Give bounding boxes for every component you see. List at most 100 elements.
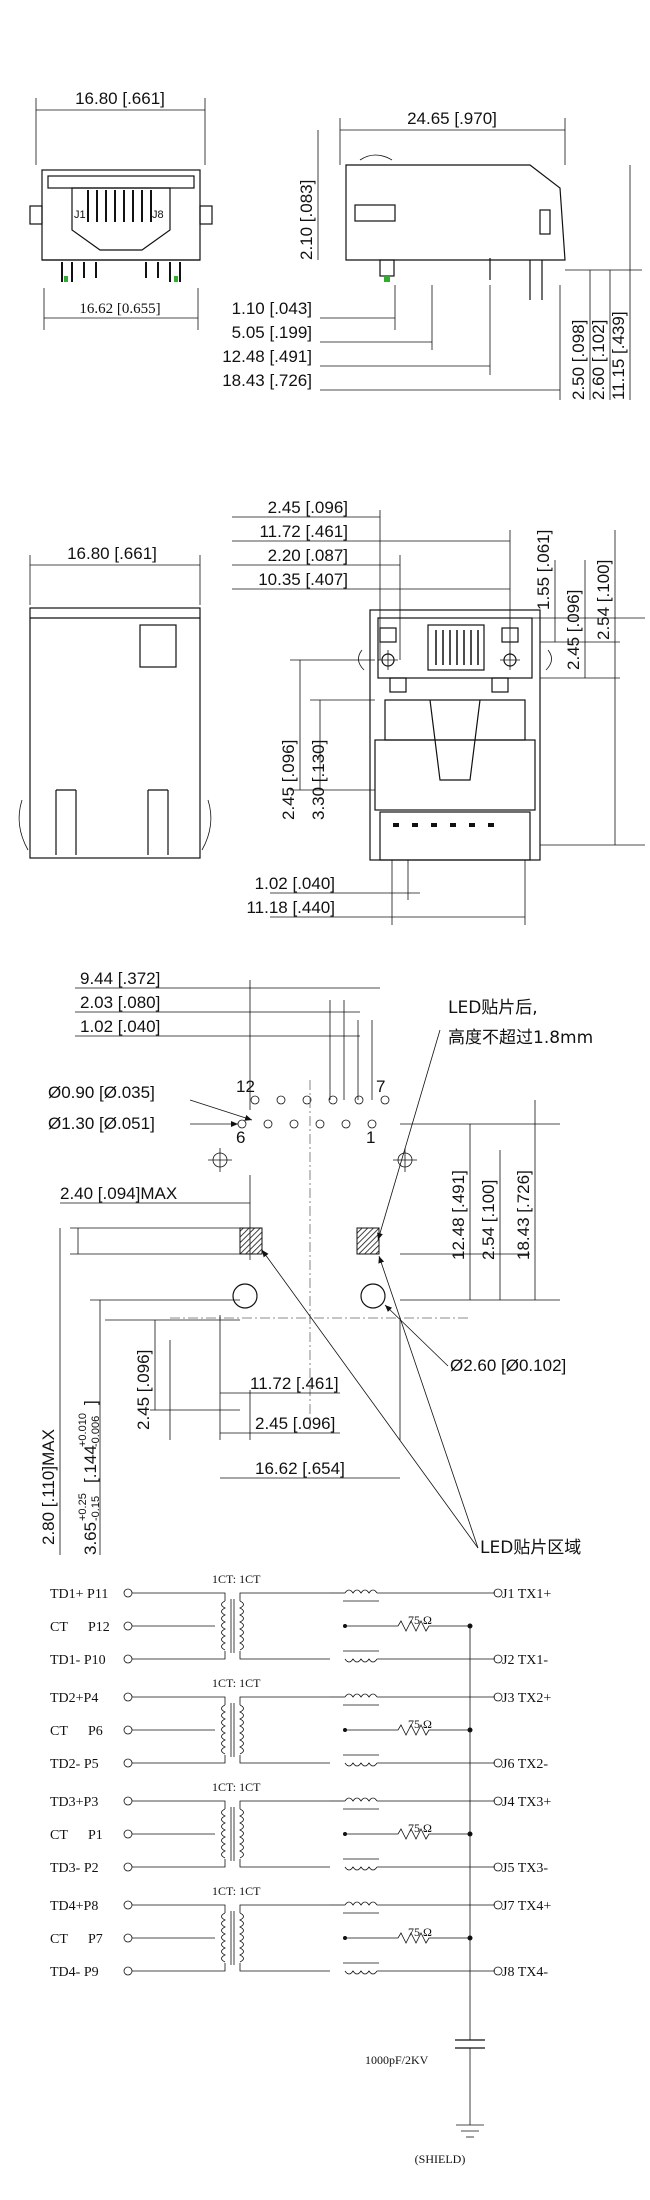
channel-pin-bot: TD2- P5 bbox=[50, 1757, 99, 1772]
led-note-line2: 高度不超过1.8mm bbox=[448, 1028, 593, 1048]
fp-dim-2-03: 2.03 [.080] bbox=[80, 993, 160, 1012]
pin-node bbox=[123, 1933, 133, 1943]
fp-v-2-45: 2.45 [.096] bbox=[134, 1350, 153, 1430]
cap-label: 1000pF/2KV bbox=[365, 2053, 429, 2067]
pin-node bbox=[123, 1829, 133, 1839]
fp-v-12-48: 12.48 [.491] bbox=[449, 1170, 468, 1260]
dim-2-50: 2.50 [.098] bbox=[569, 320, 588, 400]
fp-v-2-80-max: 2.80 [.110]MAX bbox=[39, 1429, 58, 1545]
jack-top-label: J7 TX4+ bbox=[502, 1899, 551, 1914]
fp-v-3-65-inch: [.144 bbox=[81, 1445, 100, 1483]
front-b-1-02: 1.02 [.040] bbox=[255, 874, 335, 893]
pin-node bbox=[123, 1862, 133, 1872]
front-v-2-54: 2.54 [.100] bbox=[594, 560, 613, 640]
ratio-label: 1CT: 1CT bbox=[212, 1884, 261, 1898]
fp-v-3-65: 3.65 bbox=[81, 1522, 100, 1555]
front-b-11-18: 11.18 [.440] bbox=[246, 898, 335, 917]
resistor-label: 75 Ω bbox=[408, 1613, 432, 1627]
shield-label: (SHIELD) bbox=[415, 2152, 466, 2166]
channel-pin-mid: P12 bbox=[88, 1620, 110, 1635]
pin-12-label: 12 bbox=[236, 1077, 255, 1096]
ratio-label: 1CT: 1CT bbox=[212, 1676, 261, 1690]
channel-pin-top: TD3+P3 bbox=[50, 1795, 98, 1810]
fp-v-2-54: 2.54 [.100] bbox=[479, 1180, 498, 1260]
pin-6-label: 6 bbox=[236, 1128, 245, 1147]
fp-h-2-45: 2.45 [.096] bbox=[255, 1414, 335, 1433]
hole-1-30-label: Ø1.30 [Ø.051] bbox=[48, 1114, 155, 1133]
fp-dim-9-44: 9.44 [.372] bbox=[80, 969, 160, 988]
led-area-label: LED贴片区域 bbox=[480, 1538, 581, 1558]
top-right-view: 24.65 [.970] 2.10 [.083] 1.10 [.043] 5.0… bbox=[222, 109, 642, 400]
j8-label: J8 bbox=[152, 209, 164, 221]
pin-node bbox=[123, 1621, 133, 1631]
led-max-label: 2.40 [.094]MAX bbox=[60, 1184, 177, 1203]
channel-pin-mid: P7 bbox=[88, 1932, 103, 1947]
fp-v-18-43: 18.43 [.726] bbox=[514, 1170, 533, 1260]
fp-v-3-65-close: ] bbox=[81, 1400, 100, 1405]
front-dim-2-20: 2.20 [.087] bbox=[268, 546, 348, 565]
pin-node bbox=[123, 1758, 133, 1768]
channel-pin-mid: P6 bbox=[88, 1724, 103, 1739]
jack-bot-label: J2 TX1- bbox=[502, 1653, 548, 1668]
channel-pin-top: TD1+ P11 bbox=[50, 1587, 108, 1602]
dim-5-05: 5.05 [.199] bbox=[232, 323, 312, 342]
dim-18-43: 18.43 [.726] bbox=[222, 371, 312, 390]
jack-bot-label: J5 TX3- bbox=[502, 1861, 548, 1876]
dim-2-60: 2.60 [.102] bbox=[589, 320, 608, 400]
length-label: 24.65 [.970] bbox=[407, 109, 497, 128]
fp-h-16-62: 16.62 [.654] bbox=[255, 1459, 345, 1478]
fp-v-3-65-tol-bot: -0.15 bbox=[90, 1496, 102, 1521]
pin-node bbox=[123, 1692, 133, 1702]
side-view: 16.80 [.661] J1 J8 16.62 [0.655] bbox=[29, 89, 213, 330]
channel-pin-top: TD4+P8 bbox=[50, 1899, 98, 1914]
channel-pin-mid: P1 bbox=[88, 1828, 103, 1843]
pin-node bbox=[123, 1725, 133, 1735]
front-left-view: 16.80 [.661] bbox=[18, 544, 212, 859]
height-label: 2.10 [.083] bbox=[297, 180, 316, 260]
resistor-label: 75 Ω bbox=[408, 1925, 432, 1939]
front-dim-2-45: 2.45 [.096] bbox=[268, 498, 348, 517]
pin-node bbox=[123, 1796, 133, 1806]
front-v-2-45: 2.45 [.096] bbox=[564, 590, 583, 670]
j1-label: J1 bbox=[74, 209, 86, 221]
jack-top-label: J4 TX3+ bbox=[502, 1795, 551, 1810]
pin-node bbox=[123, 1588, 133, 1598]
jack-bot-label: J6 TX2- bbox=[502, 1757, 548, 1772]
jack-top-label: J3 TX2+ bbox=[502, 1691, 551, 1706]
pin-7-label: 7 bbox=[376, 1077, 385, 1096]
channel-ct-label: CT bbox=[50, 1828, 68, 1843]
channel-pin-bot: TD4- P9 bbox=[50, 1965, 99, 1980]
side-width-bottom-label: 16.62 [0.655] bbox=[79, 301, 160, 317]
channel-ct-label: CT bbox=[50, 1724, 68, 1739]
jack-top-label: J1 TX1+ bbox=[502, 1587, 551, 1602]
front-v-2-45-b: 2.45 [.096] bbox=[279, 740, 298, 820]
side-width-top-label: 16.80 [.661] bbox=[75, 89, 165, 108]
ratio-label: 1CT: 1CT bbox=[212, 1780, 261, 1794]
resistor-label: 75 Ω bbox=[408, 1821, 432, 1835]
fp-v-3-65-inch-tol-top: +0.010 bbox=[77, 1413, 89, 1447]
channel-pin-top: TD2+P4 bbox=[50, 1691, 98, 1706]
front-v-1-55: 1.55 [.061] bbox=[534, 530, 553, 610]
hole-0-90-label: Ø0.90 [Ø.035] bbox=[48, 1083, 155, 1102]
fp-h-11-72: 11.72 [.461] bbox=[250, 1374, 339, 1393]
led-note-line1: LED贴片后, bbox=[448, 998, 538, 1018]
pin-node bbox=[123, 1900, 133, 1910]
dim-1-10: 1.10 [.043] bbox=[232, 299, 312, 318]
ratio-label: 1CT: 1CT bbox=[212, 1572, 261, 1586]
footprint-view: 9.44 [.372] 2.03 [.080] 1.02 [.040] LED贴… bbox=[39, 969, 593, 1558]
channel-pin-bot: TD3- P2 bbox=[50, 1861, 99, 1876]
front-dim-10-35: 10.35 [.407] bbox=[258, 570, 348, 589]
front-right-view: 2.45 [.096] 11.72 [.461] 2.20 [.087] 10.… bbox=[232, 498, 645, 925]
dim-11-15: 11.15 [.439] bbox=[609, 311, 628, 400]
resistor-label: 75 Ω bbox=[408, 1717, 432, 1731]
fp-v-3-65-inch-tol-bot: -0.006 bbox=[90, 1416, 102, 1447]
channel-ct-label: CT bbox=[50, 1620, 68, 1635]
hole-2-60-label: Ø2.60 [Ø0.102] bbox=[450, 1356, 566, 1375]
pin-node bbox=[123, 1654, 133, 1664]
front-width-label: 16.80 [.661] bbox=[67, 544, 157, 563]
fp-v-3-65-tol-top: +0.25 bbox=[77, 1493, 89, 1521]
pin-1-label: 1 bbox=[366, 1128, 375, 1147]
jack-bot-label: J8 TX4- bbox=[502, 1965, 548, 1980]
